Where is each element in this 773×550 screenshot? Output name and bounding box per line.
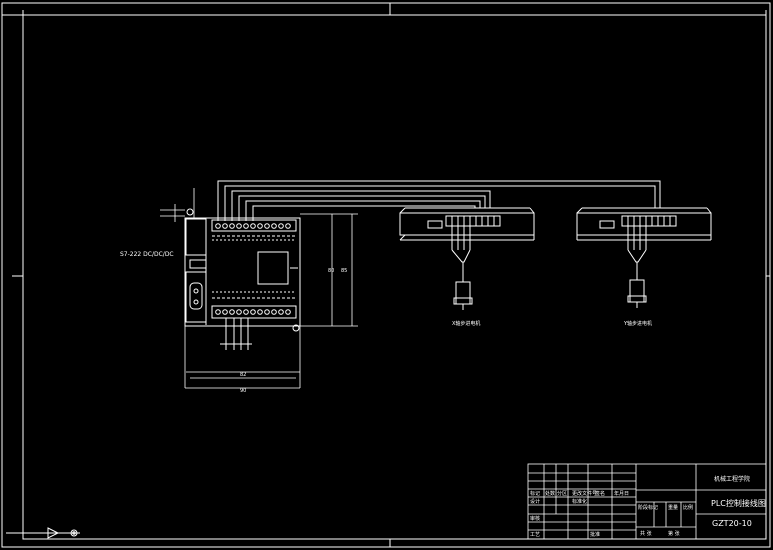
title-block-border: [527, 463, 767, 540]
svg-text:分区: 分区: [557, 490, 567, 497]
svg-text:比例: 比例: [683, 504, 693, 511]
inner-border: [22, 14, 767, 540]
svg-text:更改文件号: 更改文件号: [572, 490, 597, 497]
orientation-arrow-symbol: [6, 527, 80, 539]
school-name: 机械工程学院: [714, 475, 750, 483]
plc-model-label: S7-222 DC/DC/DC: [120, 251, 174, 258]
svg-text:批准: 批准: [590, 531, 600, 538]
motor-y-label: Y轴步进电机: [623, 320, 652, 327]
mounting-hole: [292, 324, 300, 332]
svg-text:年月日: 年月日: [614, 490, 629, 497]
svg-text:审核: 审核: [530, 515, 540, 522]
plc-module: [184, 208, 301, 350]
svg-text:第 张: 第 张: [668, 530, 680, 537]
plc-cover: [257, 251, 289, 285]
dim-width-outer: 90: [240, 388, 246, 394]
dip-switch: [427, 220, 443, 229]
control-wiring: [217, 180, 661, 221]
plc-bottom-terminals: [215, 309, 291, 315]
stepper-driver-y: [576, 207, 712, 280]
plc-body: [184, 217, 301, 327]
communication-port: [189, 282, 203, 310]
svg-text:设计: 设计: [530, 498, 540, 505]
title-block: [527, 463, 767, 540]
drawing-number: GZT20-10: [712, 519, 752, 528]
dim-width-inner: 82: [240, 372, 246, 378]
drawing-title: PLC控制接线图: [711, 498, 766, 508]
svg-text:处数: 处数: [545, 490, 555, 497]
svg-text:标准化: 标准化: [572, 498, 587, 505]
svg-text:共 张: 共 张: [640, 530, 652, 537]
dim-height-inner: 80: [328, 268, 334, 274]
mounting-hole: [186, 208, 194, 216]
driver-body: [576, 212, 712, 236]
plc-top-terminal-strip: [211, 219, 297, 232]
dip-switch: [599, 220, 615, 229]
stepper-motor-x: [453, 281, 473, 310]
plc-bottom-terminal-strip: [211, 305, 297, 319]
svg-text:标记: 标记: [530, 490, 540, 497]
stepper-driver-x: [399, 207, 535, 282]
driver-body: [399, 212, 535, 236]
svg-text:工艺: 工艺: [530, 532, 540, 538]
svg-text:重量: 重量: [668, 504, 678, 511]
driver-terminal-block: [445, 215, 501, 227]
dim-height-outer: 85: [341, 268, 347, 274]
plc-top-terminals: [215, 223, 291, 229]
plc-port-panel: [185, 271, 207, 323]
stepper-motor-y: [627, 279, 647, 308]
plc-dimensions: [160, 188, 358, 389]
svg-text:阶段标记: 阶段标记: [638, 504, 658, 511]
driver-terminal-block: [621, 215, 677, 227]
title-block-labels: 标记 处数 分区 更改文件号 签名 年月日 设计 标准化 阶段标记 重量 比例 …: [530, 490, 693, 538]
svg-text:签名: 签名: [595, 490, 605, 497]
motor-x-label: X轴步进电机: [452, 320, 480, 327]
